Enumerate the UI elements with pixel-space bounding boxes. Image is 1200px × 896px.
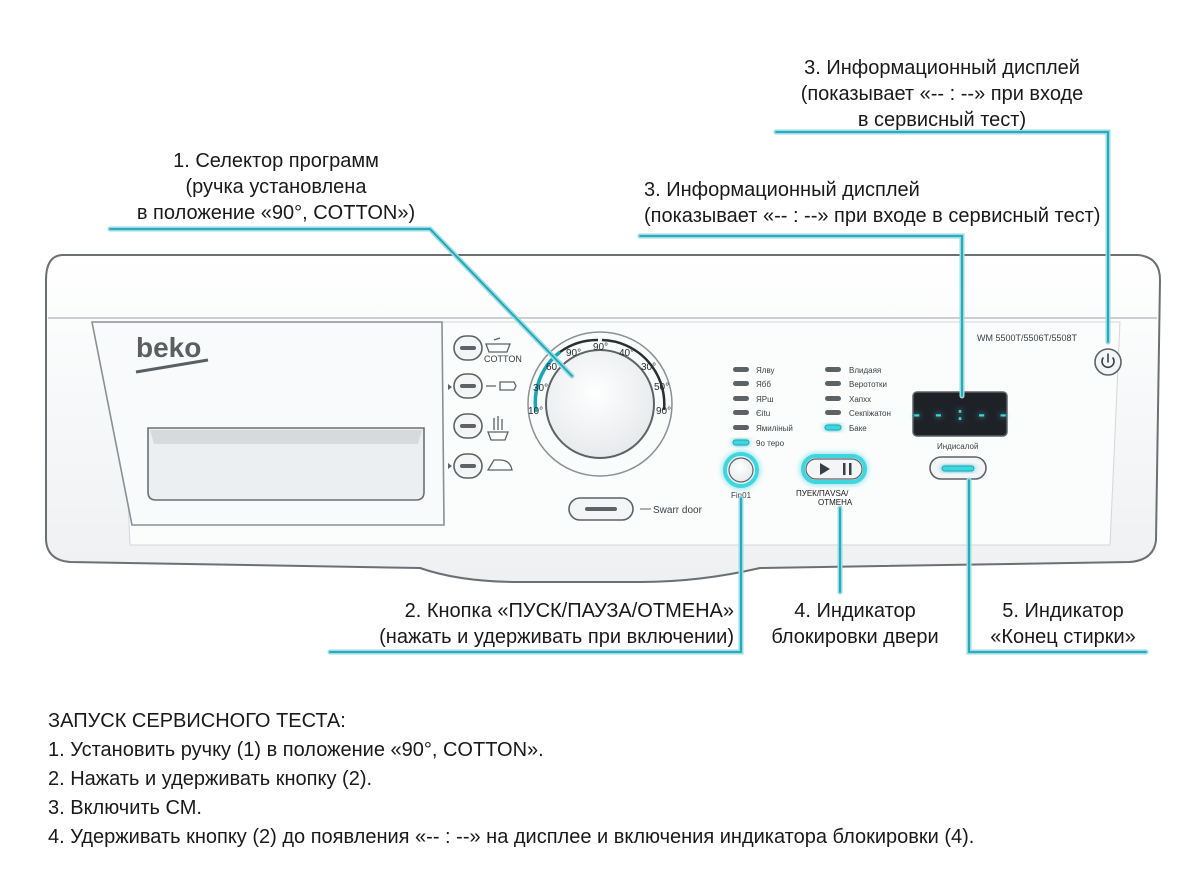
start-pause-label-2: ОТМЕНА: [818, 498, 853, 507]
iron-icon: [486, 459, 513, 471]
play-icon: [820, 463, 830, 475]
instruction-step: 4. Удерживать кнопку (2) до появления «-…: [48, 826, 975, 848]
dial-label-90a: 90°: [566, 348, 581, 359]
option-button-cotton[interactable]: [453, 335, 483, 361]
option-buttons: [448, 335, 483, 479]
callout-display-middle: 3. Информационный дисплей (показывает «-…: [644, 177, 1100, 229]
dial-label-90b: 90°: [593, 342, 608, 353]
detergent-drawer[interactable]: [91, 321, 445, 526]
instruction-step: 3. Включить СМ.: [48, 797, 202, 819]
callout-line: 4. Индикатор: [794, 600, 916, 622]
instruction-step: 1. Установить ручку (1) в положение «90°…: [48, 739, 544, 761]
pause-icon: [843, 463, 846, 475]
indicator-label: ЯРш: [756, 395, 774, 404]
callout-program-selector: 1. Селектор программ (ручка установлена …: [100, 148, 452, 226]
callout-line: (нажать и удерживать при включении): [379, 626, 734, 648]
instructions-title: ЗАПУСК СЕРВИСНОГО ТЕСТА:: [48, 710, 346, 732]
prewash-icon: [486, 381, 517, 391]
dial-label-30b: 30°: [641, 362, 656, 373]
callout-line: (ручка установлена: [185, 176, 367, 198]
dial-label-30: 30°: [533, 383, 548, 394]
start-pause-label-1: ПУЕК/ПАVSA/: [796, 489, 849, 498]
end-of-wash-indicator-button[interactable]: [929, 456, 987, 480]
instruction-step: 2. Нажать и удерживать кнопку (2).: [48, 768, 373, 790]
callout-line: 3. Информационный дисплей: [644, 179, 920, 201]
finish-label: Fin01: [731, 491, 752, 500]
callout-line: в положение «90°, COTTON»): [136, 202, 416, 224]
wash-tub-icon: [485, 337, 511, 353]
power-button[interactable]: [1094, 348, 1122, 376]
callout-line: блокировки двери: [771, 626, 939, 648]
start-pause-button[interactable]: [801, 454, 867, 484]
indicator-label: Хапхх: [849, 395, 871, 404]
display-readout: - - : - -: [911, 406, 1008, 426]
callout-door-lock: 4. Индикатор блокировки двери: [752, 598, 958, 650]
cotton-label: COTTON: [484, 354, 522, 364]
indicator-label: Баке: [849, 424, 867, 433]
smart-door-button[interactable]: [568, 497, 634, 521]
callout-start-button: 2. Кнопка «ПУСК/ПАУЗА/ОТМЕНА» (нажать и …: [320, 598, 734, 650]
callout-line: 1. Селектор программ: [173, 150, 379, 172]
brand-logo: beko: [136, 332, 201, 363]
callout-line: (показывает «-- : --» при входе: [800, 83, 1084, 105]
indicator-label: Влидаяя: [849, 366, 881, 375]
option-button-2[interactable]: [453, 373, 483, 399]
callout-line: 2. Кнопка «ПУСК/ПАУЗА/ОТМЕНА»: [404, 600, 734, 622]
indicator-label: 9о теро: [756, 439, 785, 448]
callout-end-wash: 5. Индикатор «Конец стирки»: [972, 598, 1154, 650]
option-button-4[interactable]: [453, 453, 483, 479]
dial-label-10: 10°: [528, 406, 543, 417]
dial-label-40: 40°: [619, 348, 634, 359]
dial-label-90c: 90°: [656, 406, 671, 417]
indicator-label: Ябб: [756, 380, 771, 389]
hand-wash-icon: [487, 416, 509, 441]
dial-label-60: 60°: [546, 362, 561, 373]
callout-line: (показывает «-- : --» при входе в сервис…: [644, 205, 1101, 227]
right-indicator-column: [824, 367, 842, 431]
indicator-label: Єіtu: [756, 409, 770, 418]
indicator-label: Верототки: [849, 380, 887, 389]
start-pause-cancel-knob[interactable]: [723, 452, 759, 488]
indicator-label: Ялву: [756, 366, 775, 375]
display-button-label: Индисалой: [937, 442, 978, 451]
callout-leader-lines: [107, 129, 1149, 655]
power-icon: [1101, 353, 1115, 369]
option-button-3[interactable]: [453, 413, 483, 439]
model-label: WM 5500T/5506T/5508T: [977, 333, 1078, 343]
smart-door-label: Swarr door: [653, 505, 703, 516]
left-indicator-column: [732, 367, 750, 446]
callout-line: «Конец стирки»: [990, 626, 1136, 648]
callout-line: 5. Индикатор: [1002, 600, 1124, 622]
dial-label-50: 50°: [654, 382, 669, 393]
service-test-instructions: ЗАПУСК СЕРВИСНОГО ТЕСТА: 1. Установить р…: [48, 707, 974, 852]
indicator-label: Ямиліный: [756, 424, 793, 433]
information-display: - - : - -: [911, 391, 1009, 437]
callout-line: 3. Информационный дисплей: [804, 57, 1080, 79]
callout-line: в сервисный тест): [857, 109, 1027, 131]
indicator-label: Секпіжатон: [849, 409, 891, 418]
callout-display-top: 3. Информационный дисплей (показывает «-…: [762, 55, 1122, 133]
dial-labels: 10° 30° 60° 90° 90° 40° 30° 50° 90°: [528, 342, 671, 417]
